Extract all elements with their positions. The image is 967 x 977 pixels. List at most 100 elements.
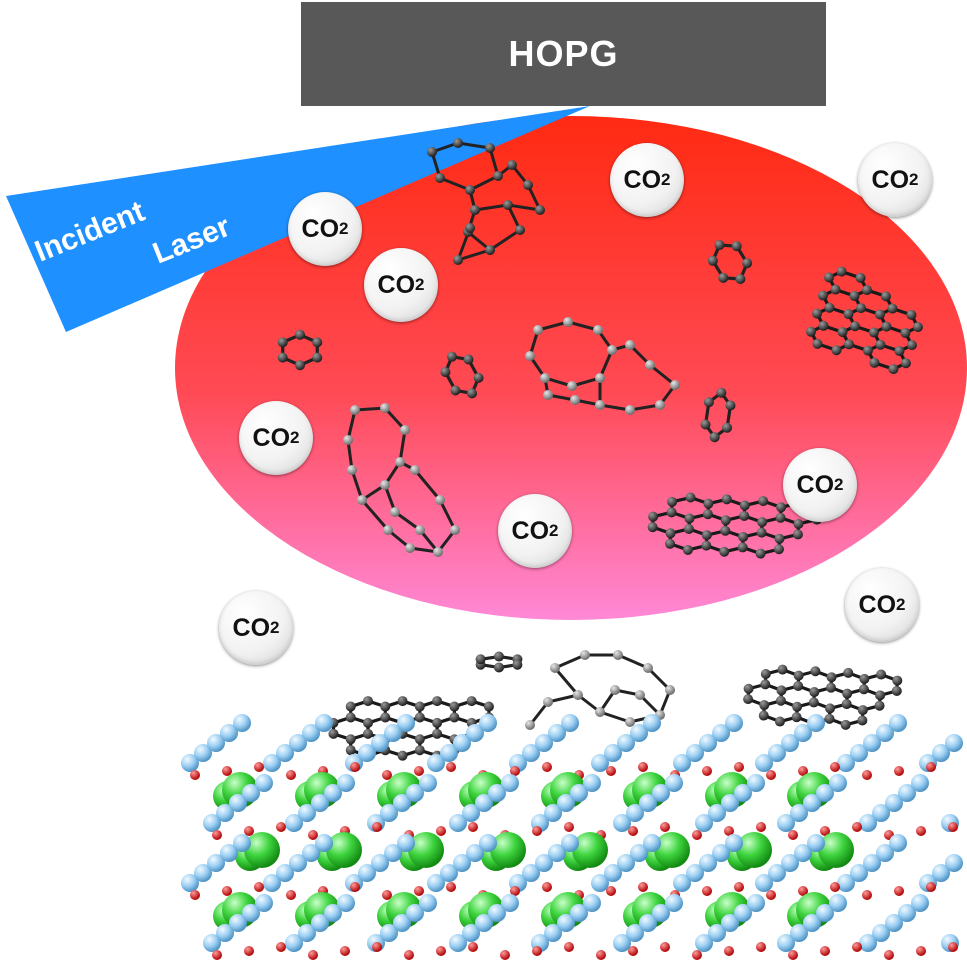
lattice-atom (244, 826, 254, 836)
carbon-atom (363, 717, 373, 728)
carbon-atom (714, 239, 725, 250)
carbon-atom (345, 745, 356, 756)
bond (469, 174, 499, 192)
lattice-atom (522, 744, 540, 762)
lattice-atom (397, 714, 415, 732)
carbon-atom (643, 663, 653, 673)
lattice-atom (337, 894, 355, 912)
co2-subscript: 2 (909, 170, 919, 189)
lattice-atom (894, 766, 904, 776)
lattice-atom (564, 822, 574, 832)
carbon-atom (738, 531, 749, 542)
carbon-atom (685, 492, 696, 503)
lattice-atom (852, 822, 862, 832)
lattice-atom (911, 894, 929, 912)
lattice-atom (384, 844, 402, 862)
carbon-atom (595, 707, 605, 717)
carbon-atom (703, 397, 714, 408)
carbon-atom (485, 245, 495, 255)
co2-label: CO (858, 590, 897, 619)
lattice-atom (242, 784, 260, 802)
lattice-atom (916, 946, 926, 956)
lattice-atom (570, 904, 588, 922)
carbon-atom (485, 143, 495, 153)
carbon-atom (415, 525, 425, 535)
lattice-atom (777, 814, 795, 832)
lattice-atom (311, 794, 329, 812)
lattice-atom (276, 942, 286, 952)
lattice-atom (324, 784, 342, 802)
lattice-atom (302, 844, 320, 862)
lattice-atom (945, 854, 963, 872)
carbon-atom (363, 728, 373, 739)
bond (646, 666, 672, 692)
carbon-atom (892, 675, 903, 686)
carbon-atom (876, 669, 887, 680)
co2-label: CO (377, 270, 416, 299)
carbon-atom (812, 338, 823, 349)
co2-subscript: 2 (549, 521, 559, 540)
lattice-atom (803, 794, 821, 812)
lattice-atom (932, 864, 950, 882)
lattice-atom (692, 830, 702, 840)
lattice-atom (837, 874, 855, 892)
carbon-atom (718, 272, 729, 283)
carbon-atom (347, 465, 357, 475)
carbon-atom (345, 712, 356, 723)
lattice-atom (229, 794, 247, 812)
lattice-atom (490, 832, 526, 868)
carbon-atom (446, 351, 457, 362)
lattice-atom (440, 864, 458, 882)
carbon-atom (473, 372, 484, 383)
carbon-atom (682, 544, 693, 555)
lattice-atom (276, 822, 286, 832)
co2-label: CO (796, 470, 835, 499)
carbon-atom (912, 322, 923, 333)
lattice-atom (756, 822, 766, 832)
co2-label: CO (301, 214, 340, 243)
carbon-atom (831, 345, 842, 356)
lattice-atom (604, 744, 622, 762)
lattice-atom (393, 914, 411, 932)
carbon-atom (543, 390, 553, 400)
lattice-atom (665, 894, 683, 912)
lattice-atom (673, 874, 691, 892)
carbon-atom (345, 734, 356, 745)
lattice-atom (673, 754, 691, 772)
carbon-atom (580, 650, 590, 660)
lattice-atom (686, 864, 704, 882)
lattice-atom (894, 886, 904, 896)
carbon-atom (760, 668, 771, 679)
lattice-atom (315, 834, 333, 852)
lattice-atom (948, 942, 958, 952)
lattice-atom (807, 714, 825, 732)
carbon-atom (776, 685, 787, 696)
lattice-atom (747, 894, 765, 912)
carbon-cage (525, 650, 675, 730)
lattice-atom (916, 826, 926, 836)
carbon-atom (435, 173, 445, 183)
carbon-atom (683, 523, 694, 534)
lattice-atom (453, 854, 471, 872)
lattice-atom (583, 774, 601, 792)
bond (346, 409, 357, 441)
lattice-atom (462, 804, 480, 822)
lattice-atom (862, 770, 872, 780)
lattice-atom (734, 882, 744, 892)
lattice-atom (876, 724, 894, 742)
lattice-atom (862, 890, 872, 900)
carbon-atom (743, 683, 754, 694)
carbon-atom (792, 529, 803, 540)
co2-subscript: 2 (339, 219, 349, 238)
bond (394, 510, 421, 532)
lattice-atom (654, 832, 690, 868)
carbon-atom (874, 700, 885, 711)
lattice-atom (712, 844, 730, 862)
carbon-atom (830, 284, 841, 295)
lattice-atom (859, 934, 877, 952)
carbon-atom (607, 345, 617, 355)
lattice-atom (393, 794, 411, 812)
carbon-atom (525, 351, 535, 361)
